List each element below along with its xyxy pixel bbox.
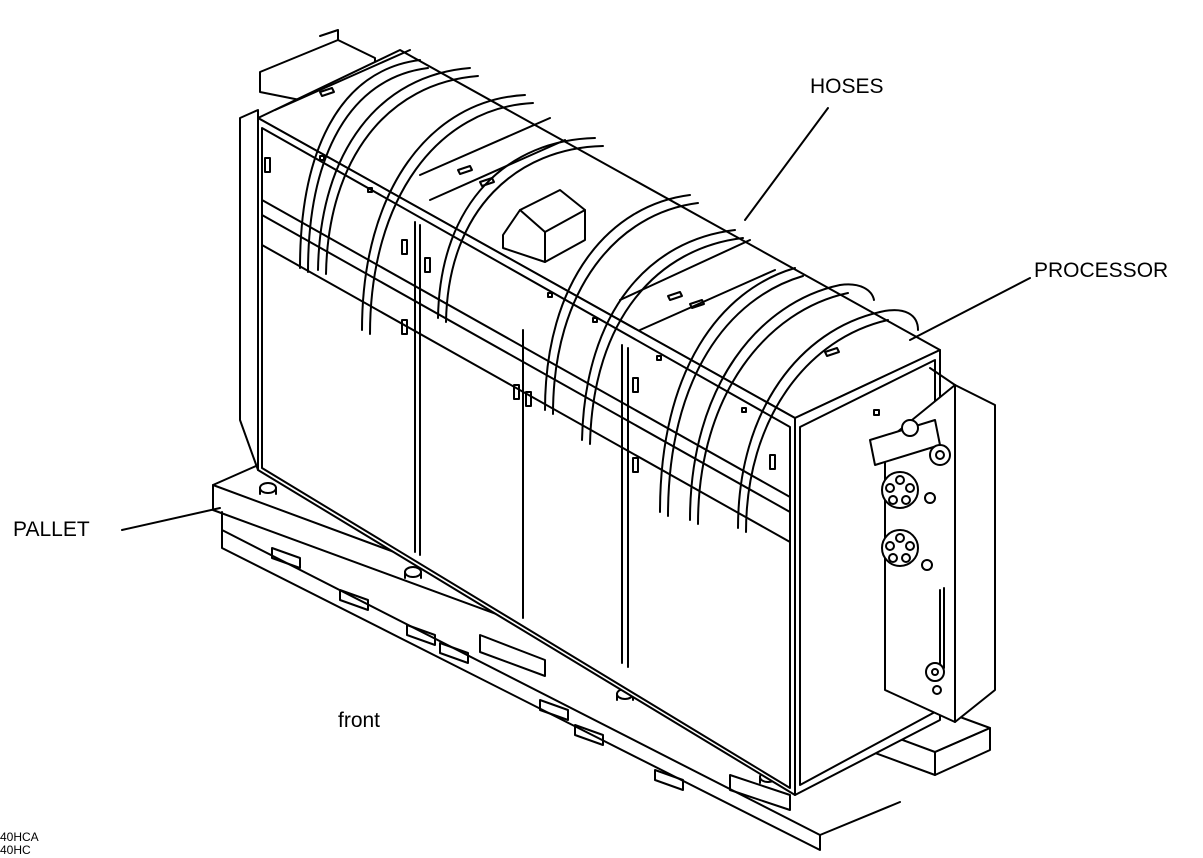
end-panel-assembly — [869, 367, 996, 723]
leader-lines — [121, 107, 1031, 531]
hoses — [299, 59, 919, 533]
processor-cabinet — [239, 29, 941, 796]
hoses-label: HOSES — [810, 75, 884, 98]
pallet-leader — [121, 507, 221, 531]
hoses-leader — [744, 107, 829, 221]
figure-code-1: 40HCA — [0, 830, 39, 844]
figure-code-2: 40HC — [0, 843, 31, 857]
processor-label: PROCESSOR — [1034, 259, 1169, 282]
pallet-label: PALLET — [13, 518, 90, 541]
pallet-blocks — [271, 547, 791, 811]
processor-leader — [909, 277, 1031, 341]
front-label: front — [338, 709, 381, 732]
